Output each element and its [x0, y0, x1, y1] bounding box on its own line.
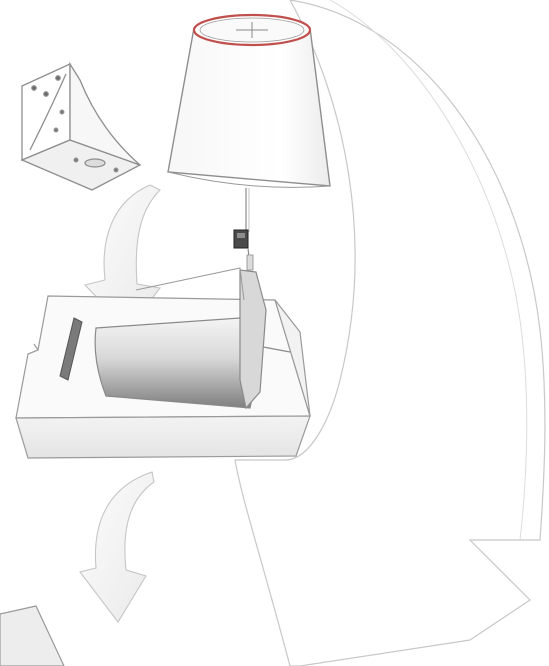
lamp-shade-icon: [168, 15, 330, 187]
cable-switch-icon: [234, 188, 253, 270]
flat-panel-bottom-left-icon: [0, 606, 64, 666]
small-curved-arrow-bottom-icon: [80, 472, 154, 622]
mounting-bracket-icon: [22, 64, 140, 190]
